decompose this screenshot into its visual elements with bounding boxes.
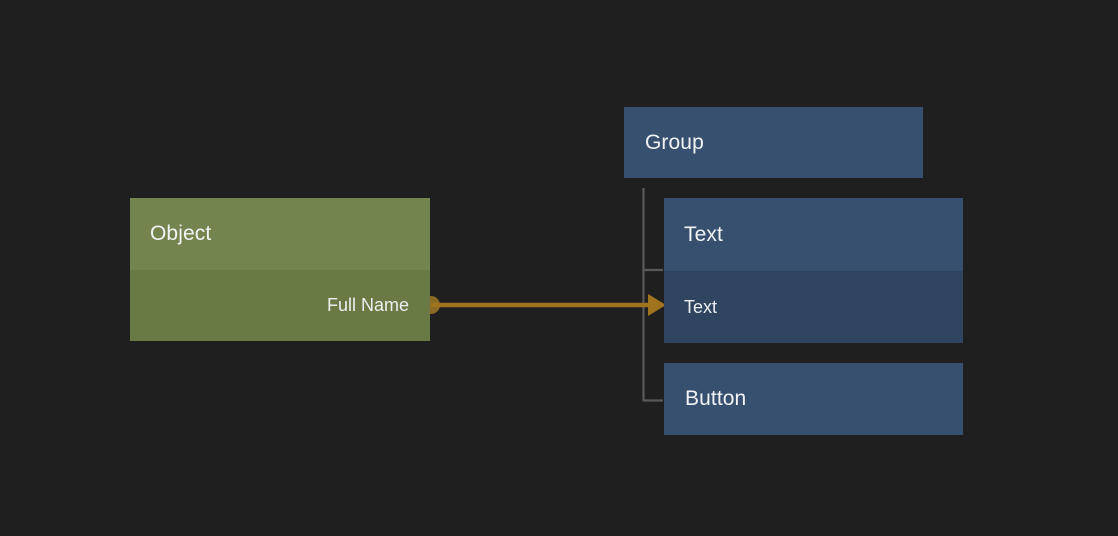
node-text-title: Text [684,222,723,246]
node-text[interactable]: Text Text [664,198,963,343]
node-group-header[interactable]: Group [624,107,923,178]
node-object-field-full-name[interactable]: Full Name [130,270,430,341]
node-text-body: Text [664,271,963,343]
node-object-header[interactable]: Object [130,198,430,270]
field-label-text: Text [684,296,718,317]
node-group-title: Group [645,130,704,154]
node-button[interactable]: Button [664,363,963,435]
node-button-header[interactable]: Button [664,363,963,435]
node-text-field-text[interactable]: Text [664,271,963,343]
node-text-header[interactable]: Text [664,198,963,271]
node-object-title: Object [150,222,212,245]
field-label-full-name: Full Name [326,295,409,315]
node-button-title: Button [685,387,747,410]
node-object[interactable]: Object Full Name [130,198,430,341]
node-group[interactable]: Group [624,107,923,178]
node-object-body: Full Name [130,270,430,341]
